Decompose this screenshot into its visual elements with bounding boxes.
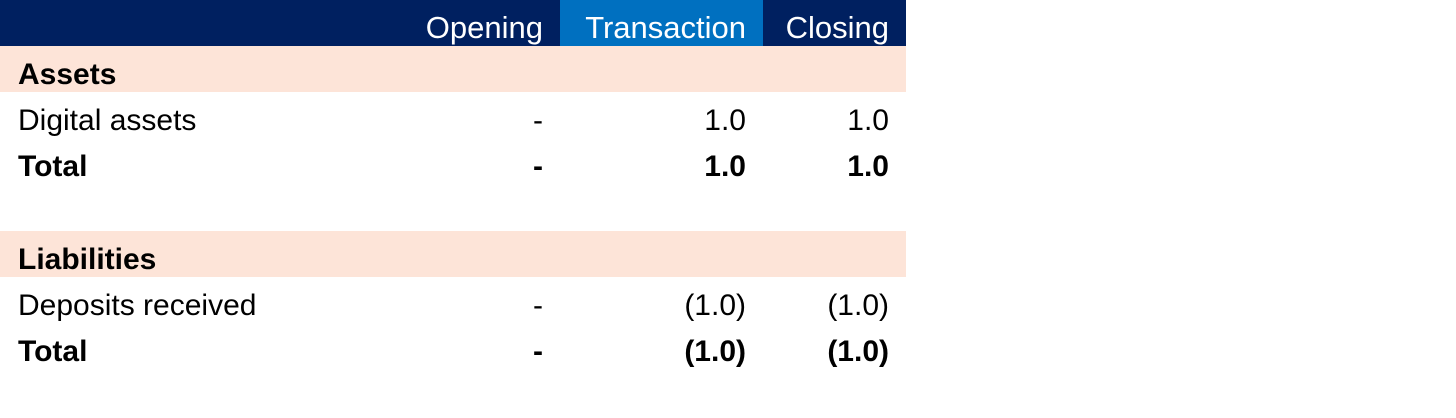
row-label: Deposits received — [18, 289, 257, 322]
section-header-assets: Assets — [0, 46, 906, 92]
section-title: Liabilities — [18, 243, 157, 276]
section-header-liabilities: Liabilities — [0, 231, 906, 277]
table-row: Digital assets - 1.0 1.0 — [0, 92, 906, 138]
opening-value: - — [533, 150, 543, 183]
transaction-value: 1.0 — [704, 150, 746, 183]
section-title: Assets — [18, 58, 117, 91]
opening-value: - — [533, 104, 543, 137]
spacer-row — [0, 184, 906, 231]
total-row: Total - (1.0) (1.0) — [0, 323, 906, 369]
column-header-closing: Closing — [785, 10, 889, 45]
closing-value: 1.0 — [847, 150, 889, 183]
balance-table: Opening Transaction Closing Assets Digit… — [0, 0, 906, 369]
row-label: Digital assets — [18, 104, 197, 137]
total-row: Total - 1.0 1.0 — [0, 138, 906, 184]
row-label: Total — [18, 150, 88, 183]
transaction-value: (1.0) — [684, 289, 746, 322]
closing-value: (1.0) — [827, 335, 889, 368]
transaction-value: 1.0 — [704, 104, 746, 137]
table-header: Opening Transaction Closing — [0, 0, 906, 46]
transaction-value: (1.0) — [684, 335, 746, 368]
column-header-opening: Opening — [425, 10, 543, 45]
opening-value: - — [533, 335, 543, 368]
row-label: Total — [18, 335, 88, 368]
closing-value: (1.0) — [827, 289, 889, 322]
column-header-transaction: Transaction — [560, 0, 763, 46]
closing-value: 1.0 — [847, 104, 889, 137]
table-row: Deposits received - (1.0) (1.0) — [0, 277, 906, 323]
opening-value: - — [533, 289, 543, 322]
